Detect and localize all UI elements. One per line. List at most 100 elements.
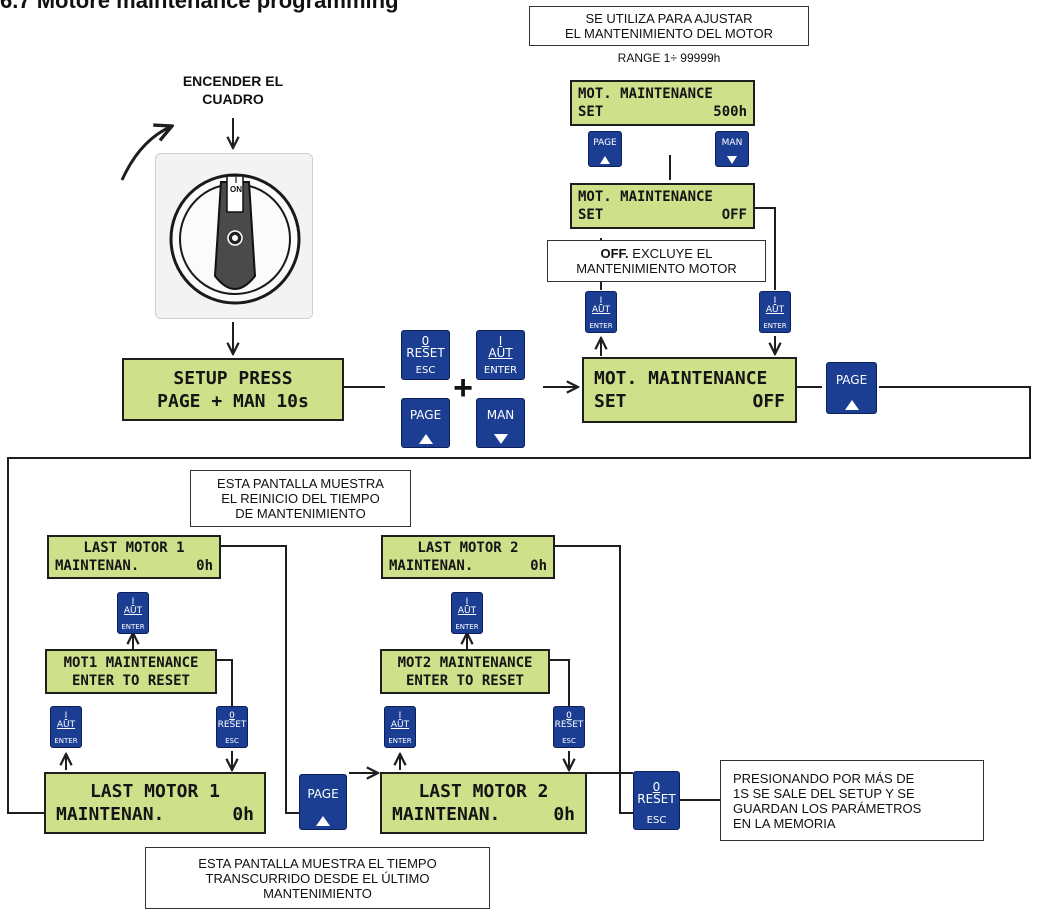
display-text: MOT1 MAINTENANCE [63,654,199,671]
off-note-bold: OFF. [600,246,629,261]
key-label: I [773,296,777,306]
page-key[interactable]: PAGE [826,362,877,414]
key-label: AUT [457,606,477,616]
man-key[interactable]: MAN [476,398,525,448]
key-label: ENTER [483,365,518,376]
power-on-label: ENCENDER EL CUADRO [182,73,284,107]
key-label: ENTER [388,736,412,745]
key-label: MAN [486,408,515,422]
key-label: AUT [390,720,410,730]
adjust-note-line2: EL MANTENIMIENTO DEL MOTOR [564,26,774,41]
key-label: ESC [646,815,667,826]
key-label: PAGE [593,137,617,148]
off-note-text: EXCLUYE EL [628,246,713,261]
display-value: 0h [232,804,254,825]
key-label: AUT [591,305,611,315]
page-key[interactable]: PAGE [588,131,622,167]
key-label: 0 [421,334,430,348]
elapsed-time-note: ESTA PANTALLA MUESTRA EL TIEMPO TRANSCUR… [145,847,490,909]
last-motor1-large-display: LAST MOTOR 1 MAINTENAN. 0h [44,772,266,834]
last-motor2-large-display: LAST MOTOR 2 MAINTENAN.0h [380,772,587,834]
display-text: SET [578,104,604,120]
key-label: PAGE [409,408,442,422]
range-label: RANGE 1÷ 99999h [617,51,721,65]
reset-note: ESTA PANTALLA MUESTRA EL REINICIO DEL TI… [190,470,411,527]
page-key[interactable]: PAGE [299,774,347,830]
key-label: ENTER [763,321,787,330]
display-text: SET [594,391,627,412]
exit-note-line4: EN LA MEMORIA [733,815,836,831]
display-text: LAST MOTOR 2 [417,540,519,556]
rotary-switch-icon [169,173,301,305]
off-note: OFF. EXCLUYE EL MANTENIMIENTO MOTOR [547,240,766,282]
display-value: 0h [553,804,575,825]
reset-note-line3: DE MANTENIMIENTO [235,506,366,521]
switch-on-mark-i: I [234,176,238,185]
off-note-line2: MANTENIMIENTO MOTOR [576,261,737,276]
key-label: 0 [652,779,661,794]
display-text: ENTER TO RESET [71,672,190,689]
setup-display-line2: PAGE + MAN 10s [157,390,309,412]
key-label: 0 [229,711,235,721]
display-text: MOT. MAINTENANCE [594,368,768,389]
key-label: MAN [721,137,743,148]
page-key[interactable]: PAGE [401,398,450,448]
display-text: LAST MOTOR 1 [89,781,221,802]
display-text: MOT. MAINTENANCE [578,86,713,102]
key-label: AUT [56,720,76,730]
key-label: ENTER [589,321,613,330]
display-text: LAST MOTOR 1 [83,540,185,556]
main-switch-illustration: I ON [155,153,313,319]
page-title: 6.7 Motore maintenance programming [0,0,399,13]
display-text: MAINTENAN. [56,804,165,825]
mot-maintenance-main-display: MOT. MAINTENANCE SET OFF [582,357,797,423]
key-label: ESC [415,365,436,376]
key-label: ESC [562,736,576,745]
display-text: SET [578,207,604,223]
display-line1: MOT. MAINTENANCE [578,85,747,103]
display-text: ENTER TO RESET [405,672,524,689]
up-arrow-icon [600,156,610,164]
up-arrow-icon [418,434,433,444]
mot2-enter-to-reset-display: MOT2 MAINTENANCE ENTER TO RESET [380,649,550,694]
display-value: 0h [530,558,547,574]
elapsed-note-line3: MANTENIMIENTO [263,885,372,901]
key-label: ENTER [54,736,78,745]
key-label: I [498,334,503,348]
up-arrow-icon [844,400,859,410]
reset-note-line2: EL REINICIO DEL TIEMPO [221,491,380,506]
key-label: PAGE [307,787,339,801]
plus-sign: + [453,369,473,407]
key-label: ESC [225,736,239,745]
exit-note: PRESIONANDO POR MÁS DE 1S SE SALE DEL SE… [720,760,984,841]
key-label: RESET [554,720,584,730]
display-value: OFF [752,391,785,412]
switch-on-marking: I ON [228,176,244,194]
down-arrow-icon [727,156,737,164]
display-text: LAST MOTOR 2 [418,781,549,802]
key-label: AUT [765,305,785,315]
key-label: 0 [566,711,572,721]
man-key[interactable]: MAN [715,131,749,167]
key-label: ENTER [455,622,479,631]
key-label: PAGE [835,373,868,387]
display-value: OFF [721,207,747,223]
adjust-note-line1: SE UTILIZA PARA AJUSTAR [585,11,753,26]
display-value: 0h [196,558,213,574]
key-label: AUT [488,346,513,360]
last-motor1-small-display: LAST MOTOR 1 MAINTENAN.0h [47,535,221,579]
elapsed-note-line2: TRANSCURRIDO DESDE EL ÚLTIMO [205,870,430,886]
